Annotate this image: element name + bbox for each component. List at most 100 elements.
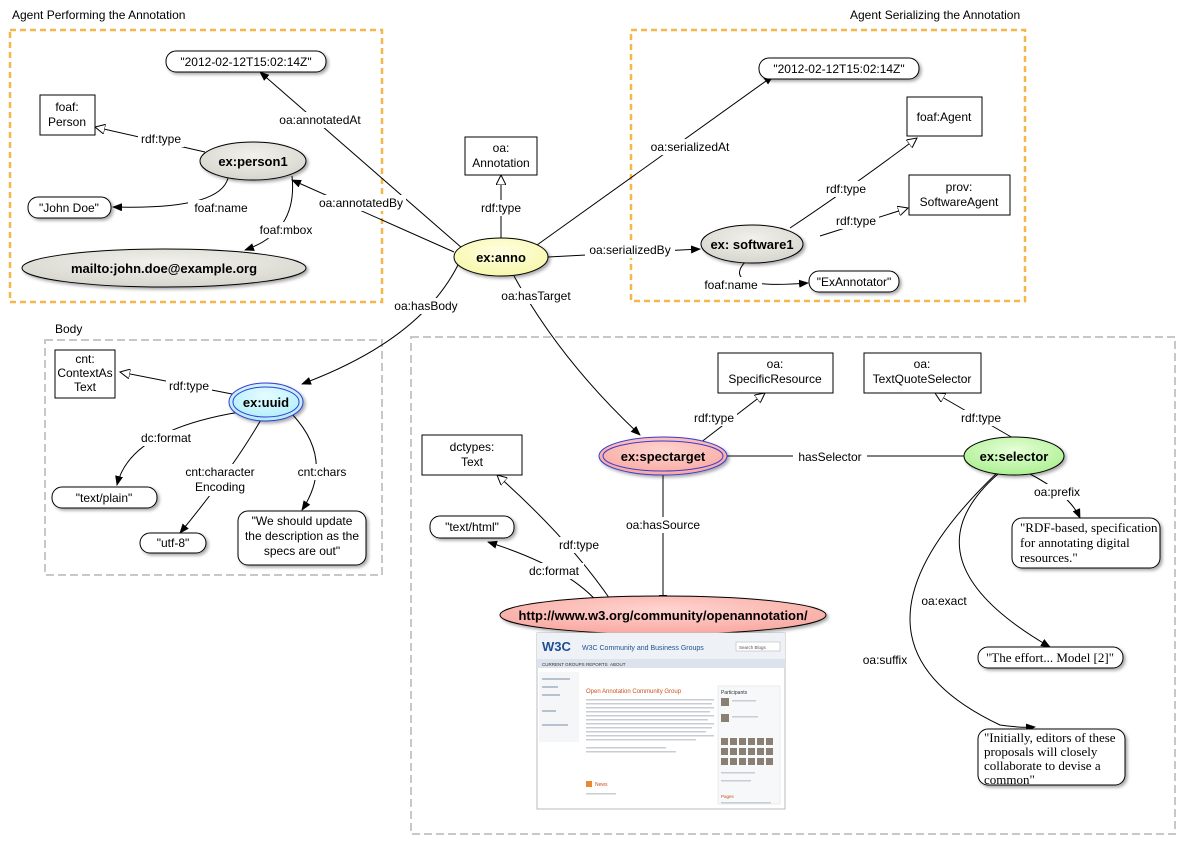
node-software1: ex: software1 [700, 224, 804, 264]
label-uuid-type: rdf:type [169, 379, 209, 393]
svg-text:SpecificResource: SpecificResource [728, 372, 822, 386]
participant-avatars [721, 698, 773, 765]
label-cnt-chars: cnt:chars [298, 465, 347, 479]
svg-text:"The effort... Model [2]": "The effort... Model [2]" [986, 650, 1114, 665]
label-dc-format: dc:format [141, 431, 192, 445]
svg-text:ex:person1: ex:person1 [218, 154, 287, 169]
label-char-encoding-1: cnt:character [185, 465, 254, 479]
literal-prefix: "RDF-based, specification for annotating… [1011, 517, 1161, 569]
svg-text:foaf:: foaf: [55, 100, 78, 114]
svg-text:ex:anno: ex:anno [476, 250, 526, 265]
label-person-type: rdf:type [141, 132, 181, 146]
svg-text:ex:uuid: ex:uuid [243, 395, 289, 410]
label-serializedBy: oa:serializedBy [589, 243, 670, 257]
svg-text:oa:: oa: [914, 357, 931, 371]
svg-text:prov:: prov: [946, 180, 973, 194]
search-field: Search Blogs [739, 645, 767, 650]
node-selector: ex:selector [963, 436, 1065, 476]
node-spectarget: ex:spectarget [598, 436, 728, 476]
svg-text:ex: software1: ex: software1 [710, 237, 793, 252]
nav-about: ABOUT [610, 662, 626, 667]
node-mailto: mailto:john.doe@example.org [21, 248, 307, 288]
group-target-box [410, 336, 1176, 835]
label-hasSource: oa:hasSource [626, 518, 700, 532]
svg-text:ex:spectarget: ex:spectarget [621, 449, 706, 464]
label-anno-type: rdf:type [481, 201, 521, 215]
edge-hasBody [301, 264, 459, 385]
literal-exannotator: "ExAnnotator" [808, 270, 900, 293]
svg-text:"2012-02-12T15:02:14Z": "2012-02-12T15:02:14Z" [773, 62, 904, 76]
class-foaf-person: foaf: Person [39, 94, 96, 136]
label-suffix: oa:suffix [863, 653, 907, 667]
svg-text:the description as the: the description as the [245, 529, 359, 543]
svg-text:mailto:john.doe@example.org: mailto:john.doe@example.org [71, 261, 257, 276]
svg-text:oa:: oa: [767, 357, 784, 371]
label-target-type: rdf:type [694, 411, 734, 425]
node-person1: ex:person1 [199, 141, 307, 181]
edge-cnt-chars [291, 413, 317, 511]
class-dctypes-text: dctypes: Text [421, 434, 523, 476]
literal-utf8: "utf-8" [139, 532, 207, 554]
nav-reports: REPORTS [586, 662, 608, 667]
svg-text:common": common" [984, 772, 1035, 787]
svg-text:collaborate to devise a: collaborate to devise a [984, 758, 1101, 773]
svg-text:specs are out": specs are out" [264, 544, 340, 558]
svg-text:"Initially, editors of these: "Initially, editors of these [984, 730, 1116, 745]
svg-text:"We should update: "We should update [252, 514, 353, 528]
svg-text:foaf:Agent: foaf:Agent [917, 110, 972, 124]
label-serializedAt: oa:serializedAt [651, 140, 730, 154]
group-performing-box [8, 28, 384, 304]
node-anno: ex:anno [453, 237, 549, 277]
literal-text-plain: "text/plain" [51, 486, 158, 509]
group-heading: Open Annotation Community Group [586, 689, 682, 695]
class-oa-annotation: oa: Annotation [464, 136, 538, 176]
svg-text:http://www.w3.org/community/op: http://www.w3.org/community/openannotati… [518, 608, 808, 623]
label-foaf-mbox: foaf:mbox [260, 223, 313, 237]
svg-text:"ExAnnotator": "ExAnnotator" [817, 275, 892, 289]
label-annotatedAt: oa:annotatedAt [279, 113, 361, 127]
pages-heading: Pages [721, 794, 735, 799]
edge-labels: oa:annotatedAt oa:annotatedBy rdf:type f… [136, 112, 1086, 668]
label-sel-type: rdf:type [961, 411, 1001, 425]
w3c-logo: W3C [542, 639, 572, 654]
literal-suffix: "Initially, editors of these proposals w… [977, 728, 1126, 787]
class-oa-specificresource: oa: SpecificResource [717, 352, 834, 394]
sidebar-lines [542, 678, 570, 726]
news-heading: News [595, 782, 608, 788]
literal-chars: "We should update the description as the… [237, 510, 367, 566]
svg-text:"text/html": "text/html" [445, 520, 499, 534]
nav-current-groups: CURRENT GROUPS [542, 662, 585, 667]
class-cnt-contentastext: cnt: ContextAs Text [54, 349, 116, 399]
label-hasTarget: oa:hasTarget [501, 289, 571, 303]
literal-john-doe: "John Doe" [27, 196, 112, 219]
label-src-format: dc:format [529, 564, 580, 578]
edge-serializedAt [536, 75, 774, 246]
label-hasSelector: hasSelector [798, 450, 861, 464]
svg-text:proposals will closely: proposals will closely [984, 744, 1098, 759]
svg-text:Person: Person [48, 115, 86, 129]
svg-text:ContextAs: ContextAs [57, 366, 112, 380]
label-sw-name: foaf:name [704, 278, 758, 292]
svg-text:Text: Text [461, 455, 484, 469]
edge-annotatedAt [259, 71, 463, 249]
group-body-title: Body [55, 322, 82, 336]
class-foaf-agent: foaf:Agent [906, 96, 983, 137]
edge-suffix [909, 469, 1036, 732]
label-src-type: rdf:type [559, 538, 599, 552]
label-foaf-name: foaf:name [194, 201, 248, 215]
svg-text:oa:: oa: [493, 141, 510, 155]
node-uuid: ex:uuid [228, 382, 304, 422]
site-title: W3C Community and Business Groups [582, 645, 704, 652]
svg-text:for annotating digital: for annotating digital [1020, 535, 1130, 550]
class-prov-softwareagent: prov: SoftwareAgent [908, 174, 1011, 216]
class-oa-textquoteselector: oa: TextQuoteSelector [863, 352, 982, 394]
svg-text:Text: Text [74, 380, 97, 394]
label-sw-type1: rdf:type [826, 182, 866, 196]
edge-annotatedBy [291, 179, 455, 253]
label-annotatedBy: oa:annotatedBy [319, 196, 403, 210]
svg-text:Annotation: Annotation [472, 156, 529, 170]
participants-heading: Participants [721, 690, 748, 696]
label-prefix: oa:prefix [1034, 485, 1080, 499]
label-sw-type2: rdf:type [836, 214, 876, 228]
